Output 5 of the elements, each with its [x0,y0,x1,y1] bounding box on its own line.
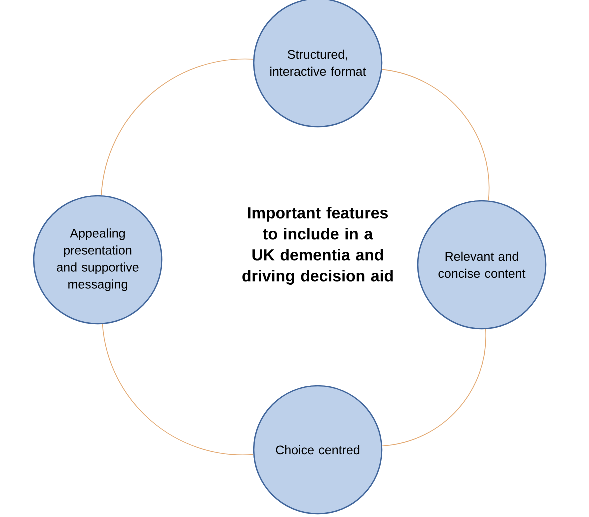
connector-arc [382,329,486,447]
connector-arc [382,69,490,202]
center-heading: Important features to include in a UK dementia and driving decision aid [242,207,393,285]
connector-arc [101,59,254,196]
connector-arc [102,324,254,456]
